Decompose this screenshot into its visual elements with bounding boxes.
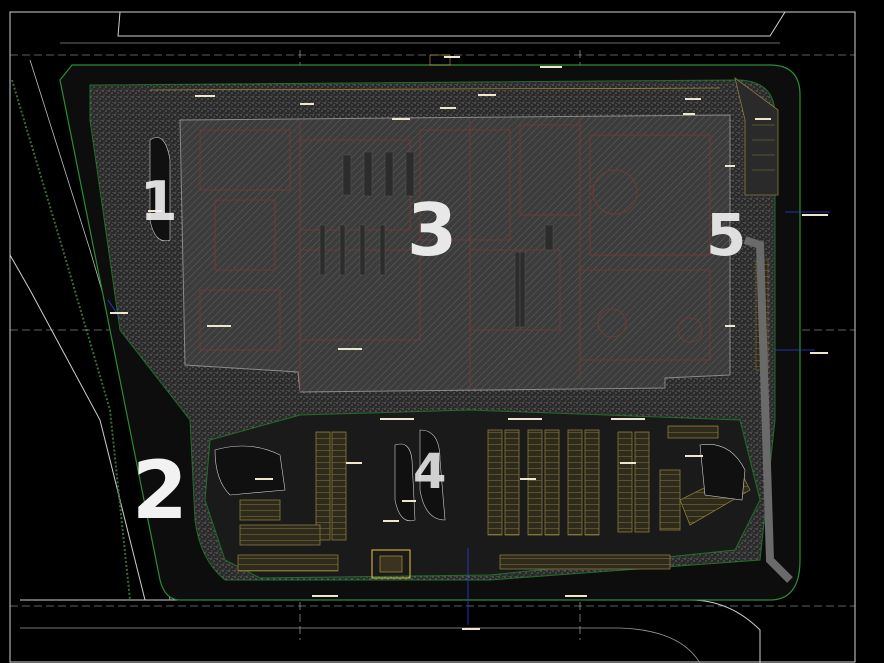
south-road-inner xyxy=(20,627,701,663)
annotations xyxy=(110,56,828,630)
kiosk-roof xyxy=(379,555,403,573)
ne-ramp-stalls xyxy=(752,124,775,171)
zone-label-2: 2 xyxy=(132,444,188,537)
zone-label-3: 3 xyxy=(407,188,457,272)
east-access-road xyxy=(743,236,793,583)
zone-label-4: 4 xyxy=(413,444,446,500)
west-road-edge xyxy=(9,254,146,601)
zone-label-5: 5 xyxy=(706,201,746,269)
north-walkway xyxy=(149,87,721,91)
kiosk-structure xyxy=(371,549,411,579)
zone-label-1: 1 xyxy=(140,170,178,233)
main-building xyxy=(179,114,731,393)
parking-bays xyxy=(237,425,751,572)
ne-ramp xyxy=(734,77,779,196)
interior-walls xyxy=(199,115,711,392)
north-road-edge xyxy=(117,11,786,37)
drawing-frame xyxy=(9,11,856,663)
north-gate xyxy=(429,54,451,66)
shelving-rows xyxy=(319,151,554,328)
leader-lines xyxy=(107,211,830,625)
